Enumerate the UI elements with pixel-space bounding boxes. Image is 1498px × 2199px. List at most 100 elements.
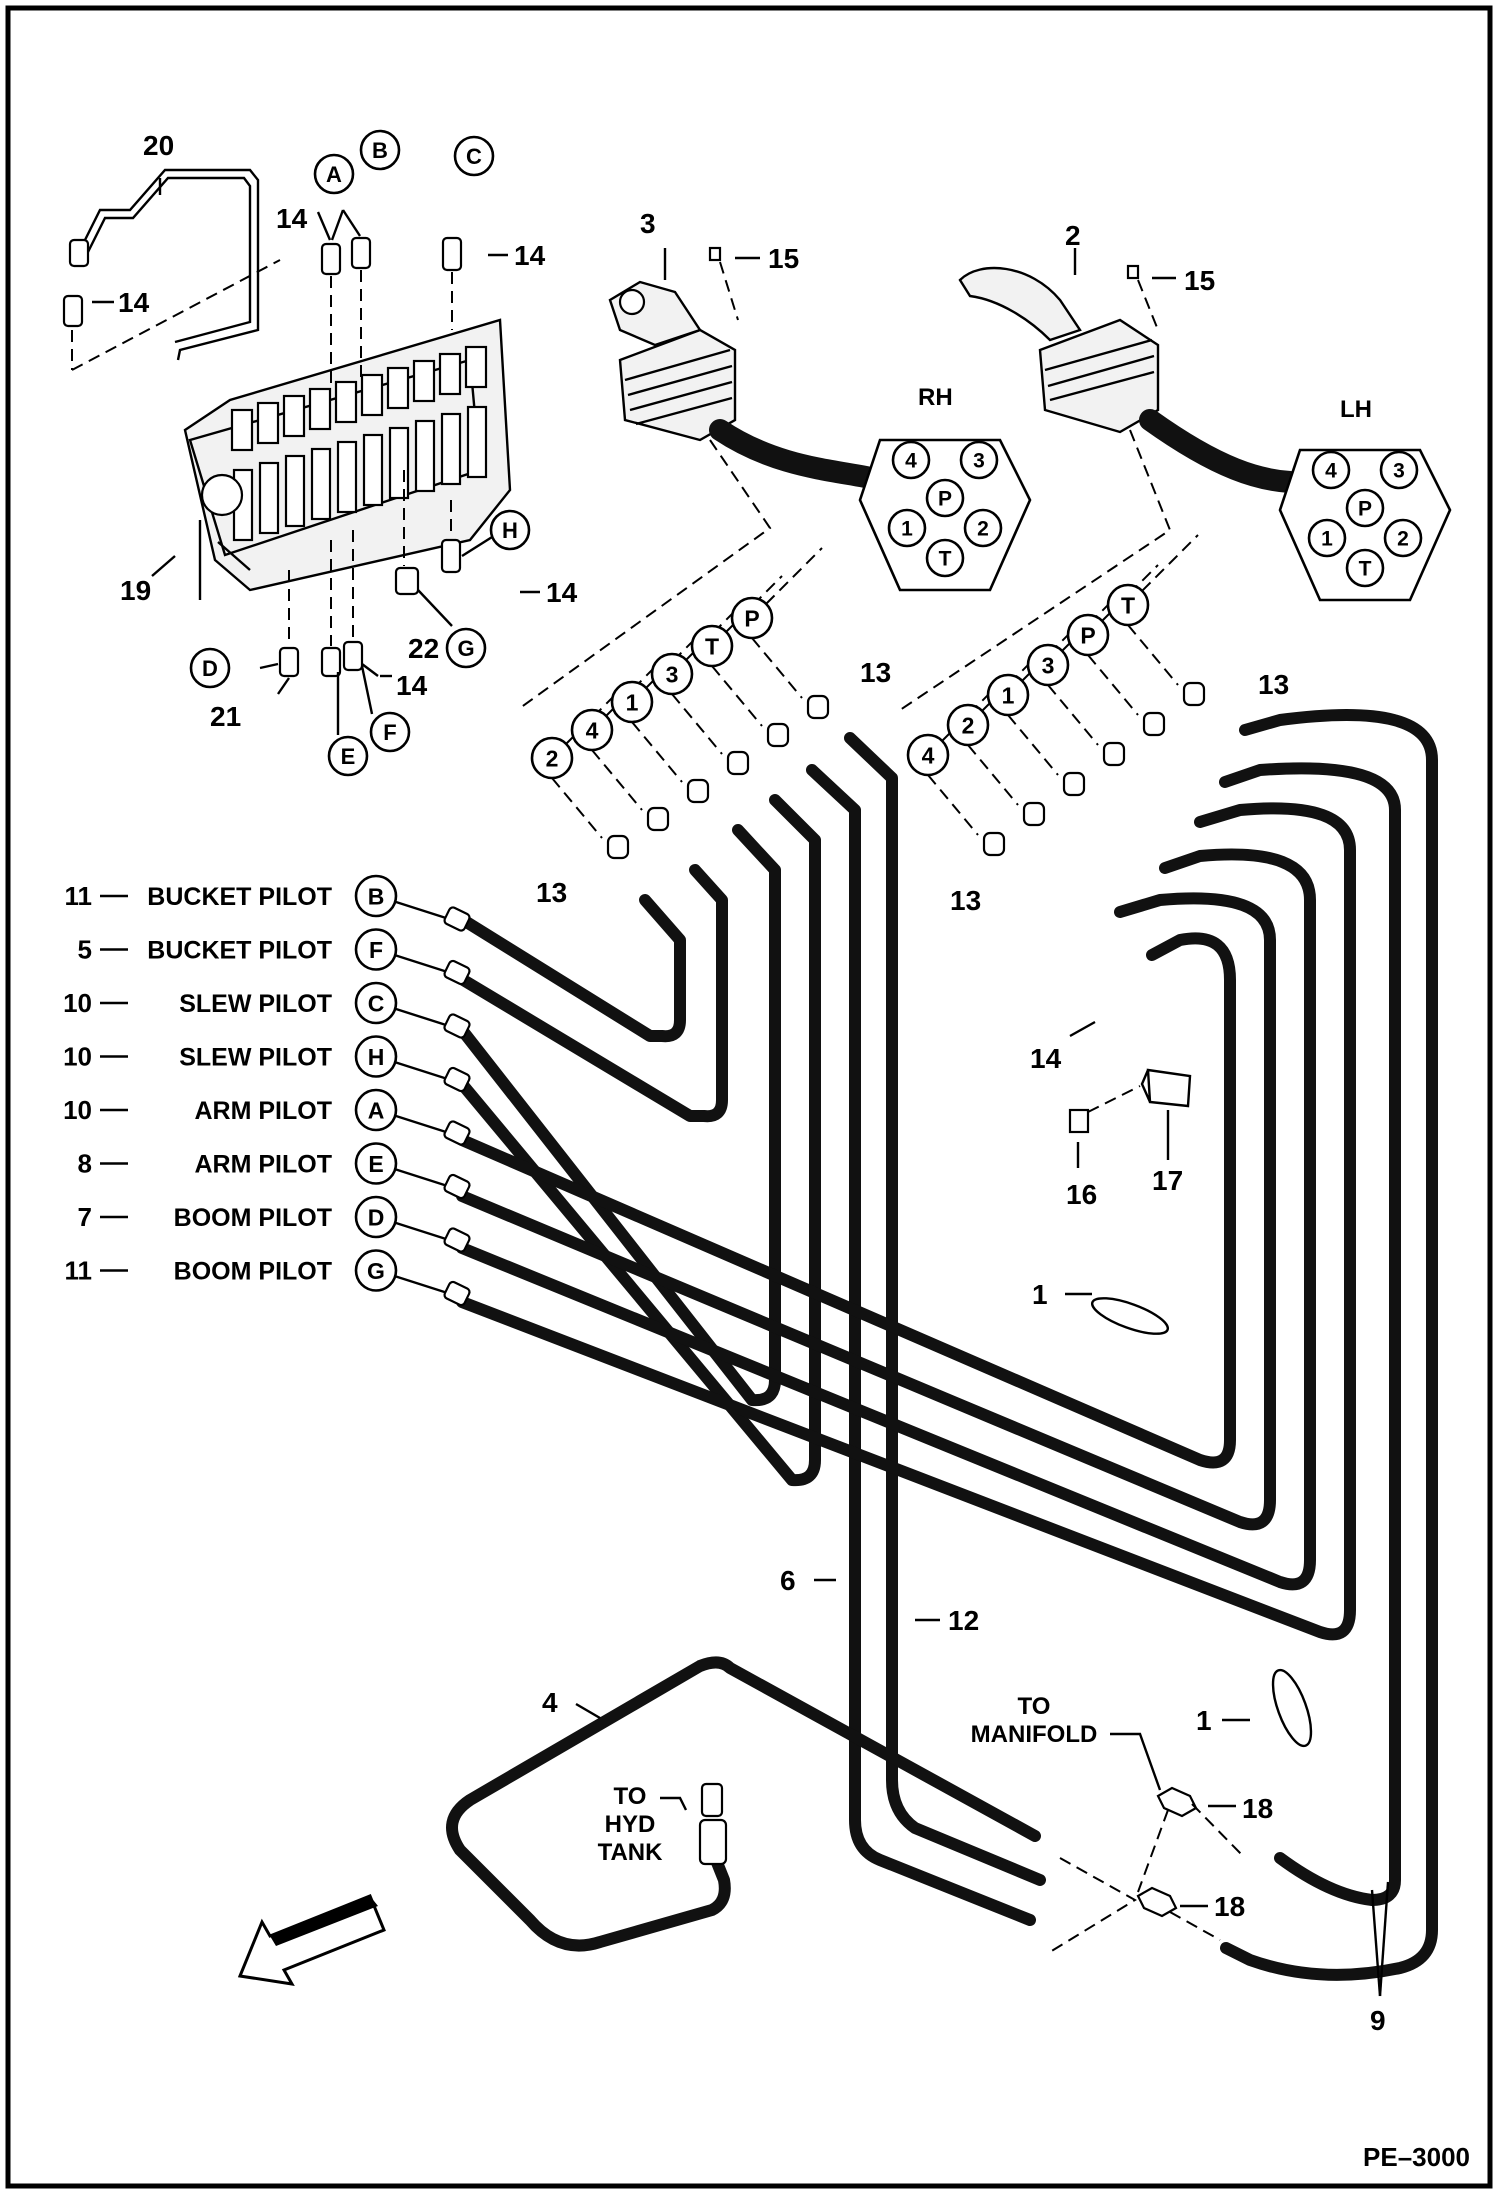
pilot-line-port-letter: B (368, 883, 385, 909)
valve-port-E-letter: E (341, 744, 356, 769)
callout-2: 2 (1065, 220, 1081, 251)
valve-spool-cap (334, 380, 358, 424)
callout-15: 15 (1184, 265, 1215, 296)
lh-pins-pin-letter: T (1359, 558, 1372, 581)
fan-rh-port-letter: P (744, 605, 759, 631)
fan-rh-port-letter: 3 (666, 661, 679, 687)
valve-spool-cap (256, 401, 280, 445)
fan-lh-port: 3 (1026, 643, 1070, 687)
fan-lh-port-letter: 2 (962, 712, 975, 738)
fan-rh-port-letter: T (705, 633, 719, 659)
tee-18 (1136, 1886, 1178, 1918)
pilot-fitting-13 (686, 778, 710, 804)
pilot-line-number: 5 (78, 935, 92, 965)
to-manifold-line2: MANIFOLD (971, 1721, 1098, 1748)
fan-rh-port: 2 (530, 736, 574, 780)
valve-port-G: G (445, 627, 487, 669)
lh-pins-pin: 4 (1311, 450, 1351, 490)
pilot-line-port: D (354, 1195, 398, 1239)
rh-pins-pin: 3 (959, 440, 999, 480)
rh-pins-pin: 2 (963, 508, 1003, 548)
pilot-line-name: BOOM PILOT (174, 1204, 332, 1232)
pilot-line-number: 11 (65, 881, 93, 911)
pilot-line-port-letter: C (368, 990, 385, 1016)
fan-lh-port: P (1066, 613, 1110, 657)
rh-pins-pin-letter: 2 (977, 518, 989, 541)
pilot-line-number: 8 (78, 1149, 92, 1179)
hose-6 (806, 764, 1036, 1926)
valve-port-F: F (369, 711, 411, 753)
pilot-line-number: 7 (78, 1202, 92, 1232)
hose-end-fitting (443, 1066, 471, 1093)
callout-22: 22 (408, 633, 439, 664)
hose-9 (1220, 709, 1438, 1981)
valve-spool-cap (282, 394, 306, 438)
rh-pins-pin-letter: T (939, 548, 952, 571)
callout-4: 4 (542, 1687, 558, 1718)
lh-pins-pin-letter: 2 (1397, 528, 1409, 551)
front-arrow (237, 1894, 386, 1986)
valve-port-D: D (189, 647, 231, 689)
hose-clamp-1 (1090, 1297, 1170, 1335)
rh-pins-pin: 1 (887, 508, 927, 548)
rh-pins-pin-letter: 3 (973, 450, 985, 473)
valve-port-B-letter: B (372, 138, 388, 163)
pilot-line-port: G (354, 1249, 398, 1292)
valve-spool-cap (308, 387, 332, 431)
callout-21: 21 (210, 701, 241, 732)
fitting-14 (320, 242, 342, 276)
valve-spool-cap (464, 345, 488, 389)
callout-14: 14 (276, 203, 308, 234)
pilot-line-port-letter: G (367, 1258, 385, 1284)
fan-rh-port-letter: 4 (586, 717, 599, 743)
pilot-tube-20 (78, 168, 260, 361)
pilot-fitting-13 (1062, 771, 1086, 797)
valve-port-C: C (453, 135, 495, 177)
pilot-fitting-13 (1022, 801, 1046, 827)
lh-pins-pin: 1 (1307, 518, 1347, 558)
joystick-rh (608, 280, 891, 491)
pilot-line-name: ARM PILOT (195, 1097, 333, 1125)
rh-pins-pin-letter: 4 (905, 450, 917, 473)
rh-pins-pin-letter: 1 (901, 518, 913, 541)
valve-port-F-letter: F (383, 720, 396, 745)
callout-6: 6 (780, 1565, 796, 1596)
to-hyd-tank-line3: TANK (598, 1839, 664, 1866)
clip-17 (1140, 1068, 1192, 1108)
hose-end-fitting (443, 959, 471, 986)
fan-rh-port-letter: 2 (546, 745, 559, 771)
fitting-14 (441, 236, 463, 272)
screw-15 (708, 246, 722, 262)
hose-5-bucket-pilot (454, 864, 728, 1123)
valve-port-H: H (489, 509, 531, 551)
pilot-line-number: 10 (63, 1042, 92, 1072)
fan-rh-port: P (730, 596, 774, 640)
valve-port-H-letter: H (502, 518, 518, 543)
fan-rh-port: 4 (570, 708, 614, 752)
valve-section (440, 412, 462, 486)
lh-pins-pin: T (1345, 548, 1385, 588)
valve-section (388, 426, 410, 500)
fan-rh-port: 1 (610, 680, 654, 724)
rh-pins-pin: T (925, 538, 965, 578)
callout-14: 14 (546, 577, 578, 608)
pilot-line-number: 11 (65, 1256, 93, 1286)
hose-end-fitting (443, 1120, 471, 1146)
hose-end-fitting (443, 1280, 471, 1307)
hose-12 (844, 732, 1046, 1886)
callout-14: 14 (118, 287, 150, 318)
callout-13: 13 (1258, 669, 1289, 700)
fitting-21 (278, 646, 300, 678)
hose-8-arm-pilot (456, 892, 1276, 1531)
fitting-14 (62, 294, 84, 328)
hose-4 (446, 1656, 1041, 1952)
hose-11-boom-pilot (456, 802, 1356, 1641)
hose-9 (1219, 762, 1401, 1906)
pilot-line-port: H (354, 1035, 398, 1078)
pilot-line-name: BOOM PILOT (174, 1258, 332, 1286)
fitting-14 (320, 646, 342, 678)
